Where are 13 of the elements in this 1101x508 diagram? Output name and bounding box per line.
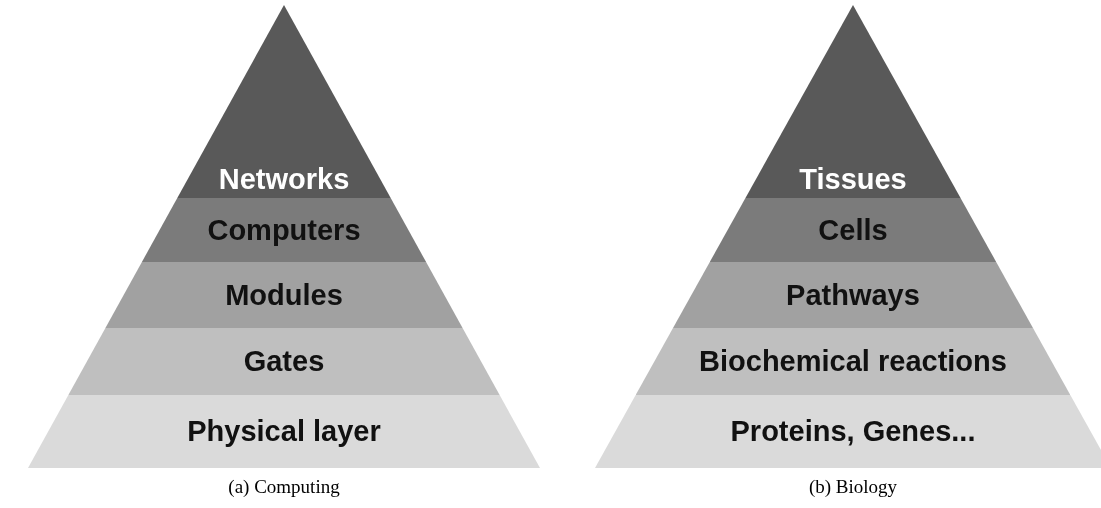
tier-label: Gates	[243, 345, 325, 378]
tier-label: Physical layer	[187, 415, 381, 448]
tier-label: Biochemical reactions	[699, 345, 1007, 378]
tier-label: Networks	[218, 163, 350, 196]
tier-label: Computers	[207, 213, 361, 247]
tier-label: Proteins, Genes...	[730, 415, 976, 448]
figure-caption: (a) Computing	[228, 476, 340, 498]
figure-caption: (b) Biology	[808, 476, 898, 498]
pyramid-tier	[595, 395, 1101, 468]
tier-label: Modules	[225, 278, 343, 312]
tier-label: Tissues	[799, 163, 907, 196]
tier-label: Pathways	[786, 278, 920, 312]
tier-label: Cells	[818, 213, 888, 247]
